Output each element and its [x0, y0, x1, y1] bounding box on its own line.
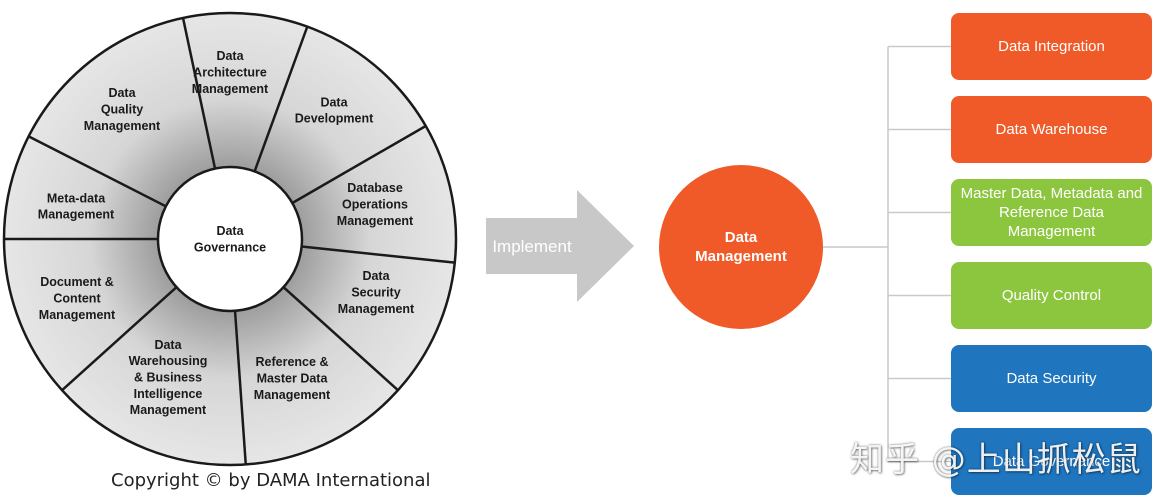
- wheel-segment-line: Management: [337, 214, 414, 228]
- wheel-center-circle: [156, 165, 304, 313]
- wheel-segment-line: Document &: [40, 275, 114, 289]
- wheel-dividers: [4, 17, 455, 465]
- hub-label-line: Data: [725, 229, 758, 246]
- arrow-shape: [486, 190, 634, 302]
- wheel-segment-line: Architecture: [193, 66, 267, 80]
- wheel-segment-line: Management: [39, 308, 116, 322]
- wheel-divider-line: [291, 124, 427, 205]
- wheel-divider-line: [253, 26, 309, 172]
- wheel-divider-line: [301, 245, 455, 264]
- watermark-text: 知乎 @上山抓松鼠: [850, 440, 1142, 480]
- wheel-segment-line: Management: [130, 403, 207, 417]
- wheel-divider-line: [181, 17, 217, 169]
- copyright-text: Copyright © by DAMA International: [111, 470, 431, 491]
- wheel-segment-line: Warehousing: [129, 354, 208, 368]
- wheel-segment-line: Operations: [342, 198, 408, 212]
- wheel-divider-line: [61, 286, 178, 392]
- capability-box-data-integration: Data Integration: [951, 13, 1152, 80]
- wheel-segment-line: Master Data: [257, 372, 329, 386]
- wheel-segment-line: Management: [84, 119, 161, 133]
- wheel-segment-line: Data: [108, 86, 136, 100]
- capability-box-label: Data Security: [1006, 370, 1097, 387]
- wheel-segment-line: Data: [320, 95, 348, 109]
- wheel-divider-line: [282, 286, 399, 392]
- capability-box-master-data-metadata-and-reference-data-management: Master Data, Metadata and Reference Data…: [951, 179, 1152, 246]
- capability-box-label: Quality Control: [1001, 287, 1102, 304]
- wheel-segment-line: Development: [295, 112, 374, 126]
- wheel-segment-line: Management: [338, 302, 415, 316]
- hub-circle: [659, 165, 823, 329]
- capability-box-data-governance: Data Governance: [951, 428, 1152, 495]
- wheel-segment-line: Content: [53, 292, 101, 306]
- wheel-segment-line: & Business: [134, 371, 202, 385]
- capability-box-quality-control: Quality Control: [951, 262, 1152, 329]
- capability-box-label: Data Governance: [992, 453, 1111, 470]
- wheel-segment-line: Intelligence: [134, 387, 203, 401]
- capability-box-label: Master Data, Metadata and Reference Data…: [960, 185, 1143, 240]
- capability-box-label: Data Integration: [998, 38, 1105, 55]
- implement-arrow: Implement: [486, 190, 634, 302]
- wheel-segment-line: Reference &: [256, 355, 329, 369]
- wheel-segment-line: Security: [351, 286, 400, 300]
- hub-label-line: Management: [695, 248, 787, 265]
- connector-lines: [823, 45, 951, 463]
- center-label-line: Data: [216, 224, 244, 238]
- wheel-segment-line: Data: [154, 338, 182, 352]
- wheel-segment-line: Management: [38, 208, 115, 222]
- wheel-divider-line: [233, 310, 248, 465]
- wheel-divider-line: [28, 135, 167, 208]
- wheel-segment-line: Data: [216, 49, 244, 63]
- capability-box-data-security: Data Security: [951, 345, 1152, 412]
- wheel-segment-line: Database: [347, 181, 403, 195]
- center-label-line: Governance: [194, 241, 266, 255]
- wheel-segment-line: Management: [254, 388, 331, 402]
- implement-label: Implement: [492, 237, 572, 256]
- capability-box-label: Data Warehouse: [995, 121, 1108, 138]
- wheel-segment-line: Data: [362, 269, 390, 283]
- wheel-segment-line: Meta-data: [47, 191, 106, 205]
- wheel-segment-line: Management: [192, 82, 269, 96]
- wheel-segment-line: Quality: [101, 103, 143, 117]
- capability-box-data-warehouse: Data Warehouse: [951, 96, 1152, 163]
